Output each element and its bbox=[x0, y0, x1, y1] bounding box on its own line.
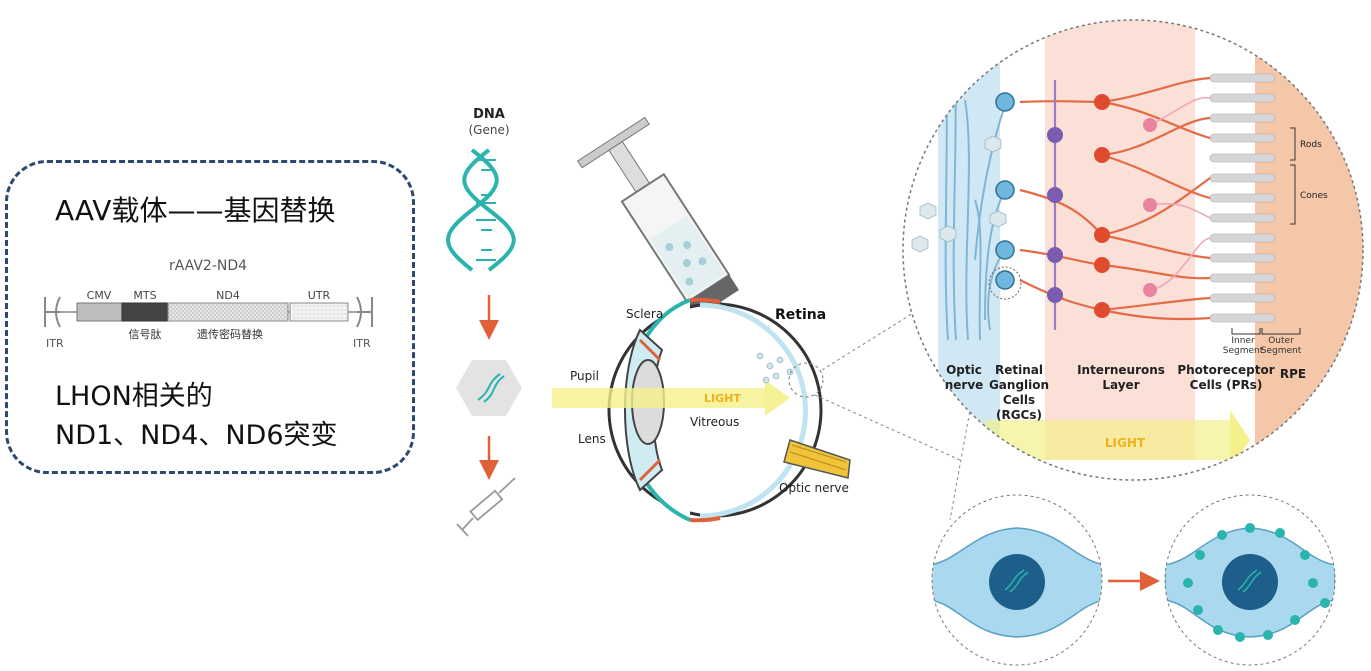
small-syringe-icon bbox=[456, 477, 516, 537]
label-cones: Cones bbox=[1300, 191, 1328, 201]
label-eye-light: LIGHT bbox=[704, 392, 741, 405]
label-pupil: Pupil bbox=[570, 369, 599, 383]
label-optic-nerve: Optic nerve bbox=[779, 481, 849, 495]
label-photo-2: Cells (PRs) bbox=[1190, 378, 1263, 392]
mutation-line-2: ND1、ND4、ND6突变 bbox=[55, 420, 338, 451]
eye-light-beam bbox=[552, 388, 767, 408]
nucleus-before bbox=[989, 554, 1045, 610]
vector-particles-eye bbox=[756, 352, 794, 384]
label-photo-1: Photoreceptor bbox=[1177, 363, 1274, 377]
label-retina: Retina bbox=[775, 307, 826, 323]
label-outer-2: Segment bbox=[1261, 346, 1302, 356]
itr-left-shape bbox=[44, 296, 61, 328]
label-outer-1: Outer bbox=[1268, 336, 1294, 346]
label-nd4: ND4 bbox=[216, 289, 240, 302]
itr-right-shape bbox=[356, 296, 373, 328]
mutation-line-1: LHON相关的 bbox=[55, 381, 213, 412]
label-vitreous: Vitreous bbox=[690, 415, 739, 429]
retina-detail: Rods Cones Inner Segment Outer Segment O… bbox=[902, 19, 1364, 481]
segment-utr bbox=[289, 302, 349, 322]
label-rgc-4: (RGCs) bbox=[996, 408, 1042, 422]
construct-name: rAAV2-ND4 bbox=[169, 258, 247, 274]
label-utr: UTR bbox=[308, 289, 331, 302]
vector-panel bbox=[5, 160, 415, 474]
dna-helix-icon bbox=[446, 148, 516, 272]
label-rods: Rods bbox=[1300, 140, 1322, 150]
label-interneurons-1: Interneurons bbox=[1077, 363, 1165, 377]
label-itr-left: ITR bbox=[46, 337, 64, 350]
nucleus-after bbox=[1222, 554, 1278, 610]
segment-nd4 bbox=[167, 302, 289, 322]
caption-nd4: 遗传密码替换 bbox=[197, 327, 263, 341]
flow-column: DNA (Gene) bbox=[446, 107, 522, 537]
panel-title: AAV载体——基因替换 bbox=[55, 194, 336, 227]
label-rgc-3: Cells bbox=[1003, 393, 1035, 407]
neural-connections bbox=[1019, 76, 1211, 321]
label-sclera: Sclera bbox=[626, 307, 663, 321]
gene-label: (Gene) bbox=[468, 123, 509, 137]
horizontal-cells bbox=[1143, 118, 1157, 297]
segment-mts bbox=[121, 302, 169, 322]
capsid-dna-icon bbox=[477, 373, 505, 403]
bipolar-cells bbox=[1094, 94, 1110, 318]
label-inner-2: Segment bbox=[1223, 346, 1264, 356]
ganglion-cells bbox=[988, 92, 1022, 300]
label-mts: MTS bbox=[133, 289, 156, 302]
label-optic-2: nerve bbox=[945, 378, 984, 392]
dna-label: DNA bbox=[473, 107, 505, 122]
zoom-line-1 bbox=[821, 309, 919, 371]
zoom-line-2 bbox=[814, 394, 961, 461]
label-optic-1: Optic bbox=[946, 363, 982, 377]
label-inner-1: Inner bbox=[1231, 336, 1255, 346]
cell-before bbox=[931, 494, 1103, 666]
label-cmv: CMV bbox=[87, 289, 112, 302]
label-interneurons-2: Layer bbox=[1102, 378, 1139, 392]
label-rgc-1: Retinal bbox=[995, 363, 1043, 377]
optic-nerve-shape bbox=[783, 439, 851, 479]
label-lens: Lens bbox=[578, 432, 606, 446]
eye-diagram: Sclera Retina Pupil LIGHT Lens Vitreous … bbox=[552, 297, 851, 523]
vector-particles-retina bbox=[911, 135, 1007, 253]
label-rgc-2: Ganglion bbox=[989, 378, 1049, 392]
label-itr-right: ITR bbox=[353, 337, 371, 350]
cell-after bbox=[1164, 494, 1336, 666]
construct-diagram: rAAV2-ND4 CMV MTS ND4 UTR ITR ITR 信号肽 遗传… bbox=[44, 258, 373, 350]
label-rpe: RPE bbox=[1280, 367, 1306, 381]
nucleus-dna-icon bbox=[1004, 569, 1029, 593]
segment-cmv bbox=[76, 302, 123, 322]
expressed-protein-dots bbox=[1183, 523, 1330, 642]
amacrine-cells bbox=[1047, 127, 1063, 303]
label-retina-light: LIGHT bbox=[1105, 436, 1146, 450]
caption-mts: 信号肽 bbox=[129, 327, 162, 341]
